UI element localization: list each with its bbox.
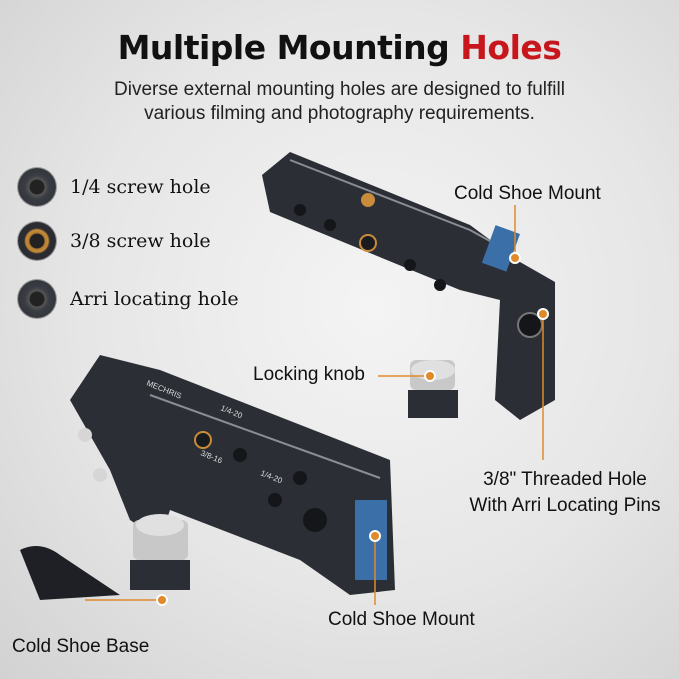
callout-threaded-hole-line-1: 3/8" Threaded Hole: [483, 469, 647, 490]
callout-lines: [85, 205, 549, 606]
legend-label: 3/8 screw hole: [70, 230, 211, 252]
legend-item-three-eighths-hole: 3/8 screw hole: [18, 222, 211, 260]
quarter-inch-hole-icon: [18, 168, 56, 206]
legend-item-arri-hole: Arri locating hole: [18, 280, 239, 318]
subtitle-line-2: various filming and photography requirem…: [144, 103, 535, 124]
legend-label: 1/4 screw hole: [70, 176, 211, 198]
callout-cold-shoe-base: Cold Shoe Base: [12, 636, 150, 657]
callout-cold-shoe-mount-top: Cold Shoe Mount: [454, 183, 601, 204]
arri-hole-icon: [18, 280, 56, 318]
legend-label: Arri locating hole: [70, 288, 239, 310]
callout-locking-knob: Locking knob: [253, 364, 365, 385]
legend-item-quarter-hole: 1/4 screw hole: [18, 168, 211, 206]
callout-cold-shoe-mount-bottom: Cold Shoe Mount: [328, 609, 475, 630]
three-eighths-hole-icon: [18, 222, 56, 260]
subtitle: Diverse external mounting holes are desi…: [0, 78, 679, 126]
subtitle-line-1: Diverse external mounting holes are desi…: [114, 79, 565, 100]
callout-threaded-hole: 3/8" Threaded Hole With Arri Locating Pi…: [460, 467, 670, 519]
bottom-handle: [20, 355, 395, 600]
title-accent: Holes: [460, 28, 562, 67]
page-title: Multiple Mounting Holes: [0, 28, 679, 67]
callout-threaded-hole-line-2: With Arri Locating Pins: [469, 495, 661, 516]
title-main: Multiple Mounting: [117, 28, 461, 67]
